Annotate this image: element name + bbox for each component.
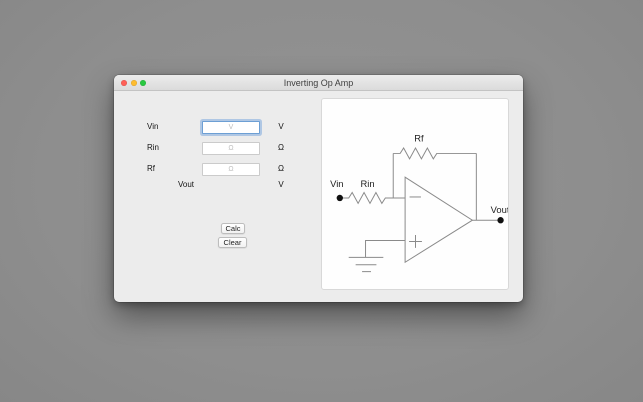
zoom-button[interactable] [140,80,146,86]
rf-label: Rf [147,163,155,173]
vout-label: Vout [178,179,195,189]
window-title: Inverting Op Amp [283,78,354,88]
clear-button[interactable]: Clear [218,237,247,248]
opamp-triangle [404,176,474,264]
opamp-schematic: Rf Rin Vin Vout [330,133,508,273]
noninverting-input-symbol [409,235,422,248]
rin-resistor [342,191,406,205]
vout-unit: V [278,179,284,189]
vin-input[interactable] [202,121,260,134]
circuit-diagram-panel: Rf Rin Vin Vout [321,98,509,290]
app-window: Inverting Op Amp Vin V Rin Ω Rf Ω Vout V… [114,75,523,302]
schematic-rf-label: Rf [414,133,424,144]
rin-unit: Ω [278,143,284,152]
rf-input[interactable] [202,162,260,176]
rin-label: Rin [147,143,160,152]
title-bar[interactable]: Inverting Op Amp [114,75,523,91]
rf-unit: Ω [278,163,284,173]
traffic-lights [121,80,146,86]
vout-terminal [497,217,504,224]
calc-button[interactable]: Calc [221,223,245,234]
minimize-button[interactable] [130,80,137,86]
rf-resistor [393,146,477,160]
schematic-rin-label: Rin [360,178,374,189]
ground-symbol [348,256,384,273]
vin-terminal [336,194,343,202]
schematic-vin-label: Vin [330,178,343,189]
vin-label: Vin [147,121,159,131]
ground-wire [365,240,406,258]
rin-input[interactable] [202,142,260,155]
close-button[interactable] [121,80,127,86]
vin-unit: V [278,121,284,131]
vout-value [202,180,260,190]
schematic-vout-label: Vout [491,204,508,215]
